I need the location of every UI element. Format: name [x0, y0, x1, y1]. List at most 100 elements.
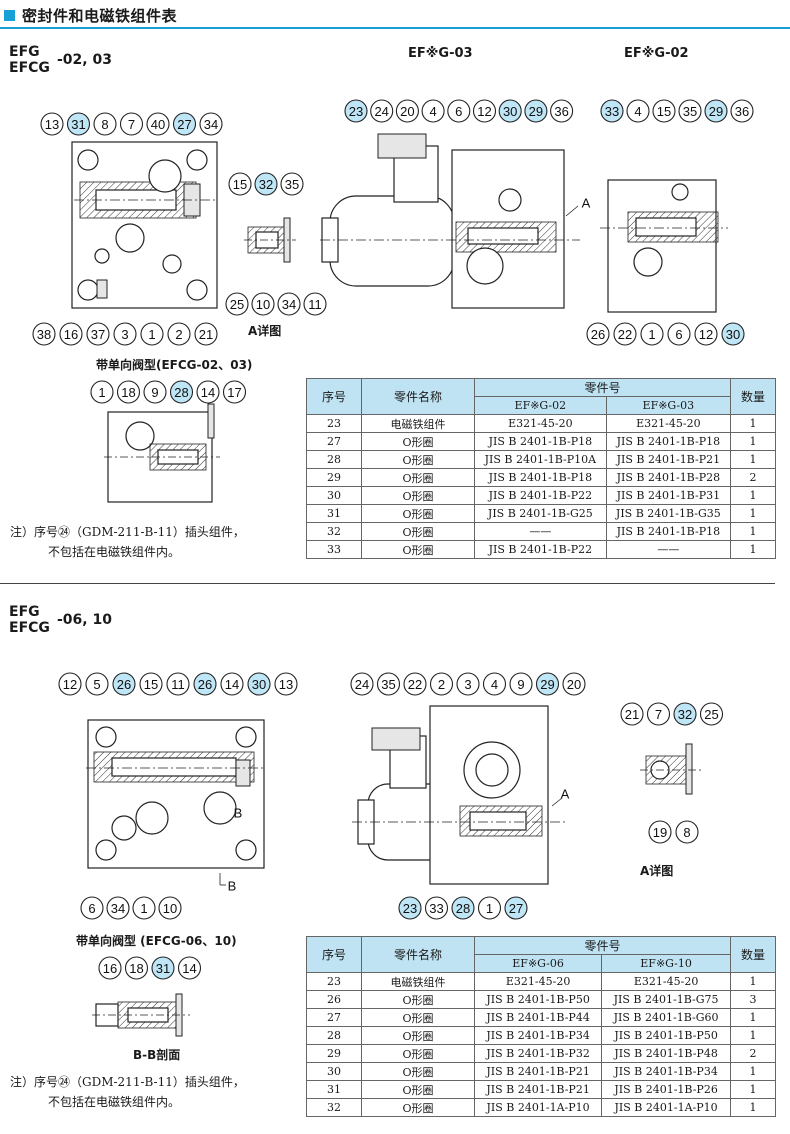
cell-b: E321-45-20 — [605, 414, 732, 433]
callout-34: 34 — [277, 292, 301, 316]
view-title-g03: EF※G-03 — [408, 46, 473, 61]
cell-b: JIS B 2401-1B-G75 — [601, 990, 731, 1009]
callout-number: 26 — [117, 677, 131, 692]
callout-number: 2 — [438, 677, 445, 692]
callout-number: 13 — [45, 117, 59, 132]
callout-number: 4 — [491, 677, 498, 692]
callout-number: 6 — [675, 327, 682, 342]
cell-name: O形圈 — [361, 1080, 475, 1099]
cell-b: E321-45-20 — [601, 972, 731, 991]
callout-circle — [132, 896, 156, 920]
cell-qty: 1 — [730, 1026, 776, 1045]
callout-circle — [140, 322, 164, 346]
callout-circle — [675, 820, 699, 844]
callout-11: 11 — [303, 292, 327, 316]
callout-number: 25 — [230, 297, 244, 312]
detail-a-caption: A详图 — [248, 324, 282, 338]
callout-number: 13 — [279, 677, 293, 692]
callout-number: 12 — [699, 327, 713, 342]
callout-number: 8 — [101, 117, 108, 132]
callout-circle — [169, 380, 194, 404]
callout-number: 21 — [625, 707, 639, 722]
callout-circle — [146, 112, 170, 136]
callout-circle — [376, 672, 401, 696]
s1-detail-a — [244, 217, 296, 263]
callout-31: 31 — [66, 112, 91, 136]
callout-23: 23 — [398, 896, 422, 920]
callout-circle — [678, 99, 702, 123]
callout-22: 22 — [403, 672, 427, 696]
model-line1: EFG — [9, 44, 40, 60]
callout-number: 14 — [225, 677, 239, 692]
cell-a: E321-45-20 — [473, 972, 603, 991]
callout-circle — [112, 672, 136, 696]
callout-circle — [228, 172, 252, 196]
note-line2: 不包括在电磁铁组件内。 — [48, 1095, 181, 1109]
callout-circle — [370, 99, 394, 123]
callout-25: 25 — [699, 702, 724, 726]
callout-number: 1 — [148, 327, 155, 342]
cell-b: JIS B 2401-1B-P48 — [601, 1044, 731, 1063]
callout-number: 20 — [400, 104, 414, 119]
callout-circle — [177, 956, 202, 980]
callout-10: 10 — [251, 292, 275, 316]
callout-circle — [477, 896, 502, 920]
note-line1: 注）序号㉔（GDM-211-B-11）插头组件， — [10, 525, 245, 539]
callout-24: 24 — [350, 672, 374, 696]
cell-a: JIS B 2401-1B-P18 — [474, 432, 607, 451]
callout-number: 2 — [175, 327, 182, 342]
callout-8: 8 — [93, 112, 117, 136]
callout-21: 21 — [194, 322, 218, 346]
callout-number: 1 — [140, 901, 147, 916]
callout-circle — [429, 672, 454, 696]
callout-number: 16 — [64, 327, 78, 342]
cell-name: O形圈 — [361, 1008, 475, 1027]
cell-a: JIS B 2401-1B-P21 — [473, 1062, 603, 1081]
cell-qty: 1 — [730, 972, 776, 991]
callout-12: 12 — [58, 672, 82, 696]
callout-11: 11 — [166, 672, 190, 696]
callout-number: 33 — [429, 901, 443, 916]
callout-circle — [721, 322, 745, 346]
page-title: 密封件和电磁铁组件表 — [22, 6, 178, 25]
callout-circle — [509, 672, 533, 696]
callout-number: 26 — [591, 327, 605, 342]
callout-number: 28 — [456, 901, 470, 916]
callout-number: 10 — [256, 297, 270, 312]
callout-number: 12 — [477, 104, 491, 119]
cell-no: 32 — [306, 522, 362, 541]
col-model-b: EF※G-03 — [605, 396, 732, 415]
callout-circle — [600, 99, 624, 123]
model-line2: EFCG — [9, 620, 50, 636]
callout-circle — [421, 99, 445, 123]
cell-name: 电磁铁组件 — [361, 972, 475, 991]
callout-circle — [562, 672, 586, 696]
callout-circle — [424, 896, 449, 920]
cell-a: JIS B 2401-1B-P32 — [473, 1044, 603, 1063]
callout-number: 35 — [285, 177, 299, 192]
callout-circle — [151, 956, 175, 980]
cell-qty: 1 — [730, 1098, 776, 1117]
note-line1: 注）序号㉔（GDM-211-B-11）插头组件， — [10, 1075, 245, 1089]
callout-40: 40 — [146, 112, 170, 136]
cell-a: E321-45-20 — [474, 414, 607, 433]
callout-circle — [667, 322, 691, 346]
callout-30: 30 — [721, 322, 745, 346]
callout-18: 18 — [124, 956, 149, 980]
arrow-a-label: A — [582, 196, 591, 211]
cell-name: O形圈 — [361, 1098, 475, 1117]
cell-name: 电磁铁组件 — [361, 414, 475, 433]
callout-circle — [550, 99, 574, 123]
callout-number: 6 — [88, 901, 95, 916]
callout-circle — [350, 672, 374, 696]
callout-number: 4 — [429, 104, 436, 119]
bb-section-caption: B-B剖面 — [133, 1048, 181, 1062]
cell-qty: 3 — [730, 990, 776, 1009]
callout-6: 6 — [80, 896, 104, 920]
callout-23: 23 — [344, 99, 368, 123]
callout-circle — [277, 292, 301, 316]
callout-16: 16 — [59, 322, 83, 346]
